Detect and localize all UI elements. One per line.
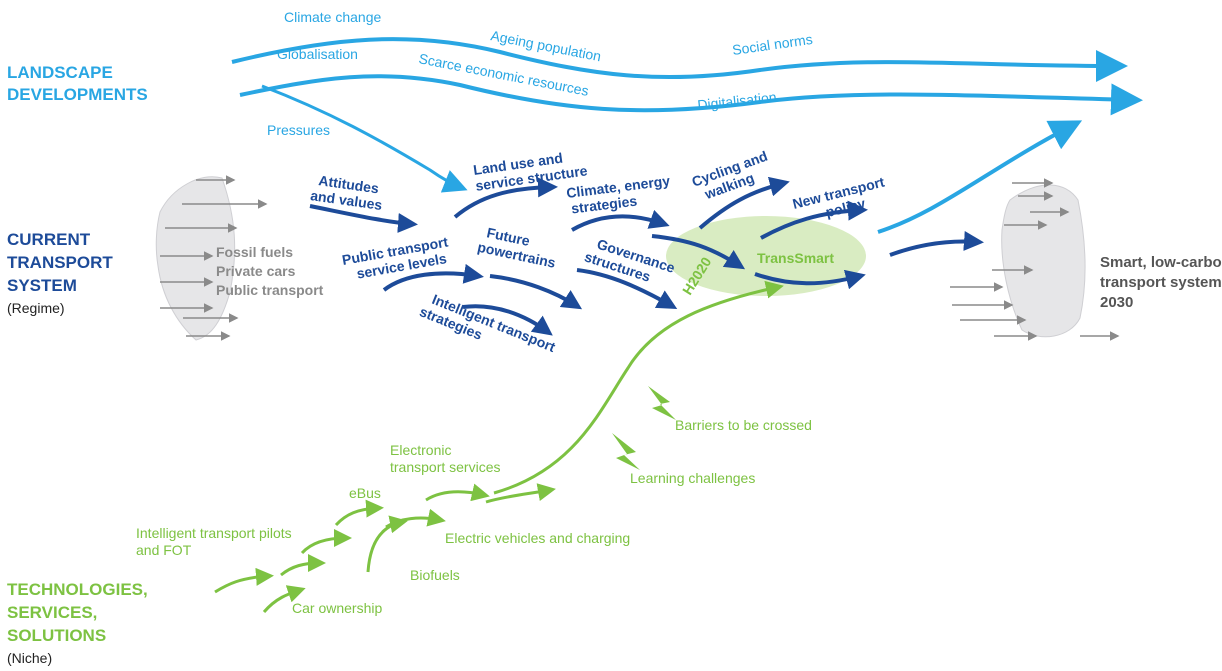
arrow-to-future: [889, 231, 984, 257]
label-future-powertrains: Future powertrains: [476, 223, 560, 271]
niche-heading: TECHNOLOGIES, SERVICES, SOLUTIONS: [7, 580, 152, 645]
future-system-label: Smart, low-carbon transport system 2030: [1100, 254, 1222, 311]
arrow-niche-4: [300, 529, 352, 555]
current-system-label: Fossil fuels Private cars Public transpo…: [216, 244, 324, 298]
regime-heading: CURRENT TRANSPORT SYSTEM: [7, 230, 118, 295]
label-electric-vehicles: Electric vehicles and charging: [445, 530, 630, 546]
label-transsmart: TransSmart: [757, 250, 834, 266]
label-ageing-population: Ageing population: [489, 27, 602, 64]
label-car-ownership: Car ownership: [292, 600, 382, 616]
arrow-climate-energy: [571, 209, 670, 232]
arrow-new-policy: [760, 200, 868, 240]
label-electronic-services: Electronic transport services: [390, 442, 500, 475]
label-globalisation: Globalisation: [277, 46, 358, 62]
niche-subheading: (Niche): [7, 650, 52, 666]
regime-subheading: (Regime): [7, 300, 65, 316]
future-system-shape: [1001, 184, 1086, 338]
arrow-niche-9: [485, 483, 556, 504]
landscape-flow-upper: [231, 37, 1128, 82]
barrier-bolt-icon: [648, 386, 676, 420]
arrow-niche-1: [214, 567, 274, 594]
label-cycling: Cycling and walking: [690, 146, 779, 205]
label-climate-change: Climate change: [284, 9, 381, 25]
arrow-intelligent-strategies: [462, 304, 553, 336]
label-social-norms: Social norms: [731, 31, 813, 58]
landscape-flow-lower: [239, 74, 1143, 116]
label-its-pilots: Intelligent transport pilots and FOT: [136, 525, 296, 558]
arrow-niche-6: [366, 515, 408, 573]
landscape-flow-to-future: [877, 120, 1083, 234]
learning-bolt-icon: [612, 433, 640, 470]
arrow-governance: [576, 268, 678, 309]
label-scarce-resources: Scarce economic resources: [417, 50, 590, 99]
transsmart-highlight: [666, 216, 866, 296]
arrow-attitudes: [309, 204, 418, 233]
current-system-shape: [155, 176, 236, 341]
arrow-niche-main: [493, 280, 784, 495]
arrow-niche-8: [425, 483, 490, 502]
arrow-h2020: [651, 234, 746, 270]
label-learning: Learning challenges: [630, 470, 755, 486]
landscape-heading: LANDSCAPE DEVELOPMENTS: [7, 63, 148, 104]
current-system-arrows: [160, 175, 268, 341]
label-ebus: eBus: [349, 485, 381, 501]
label-digitalisation: Digitalisation: [697, 89, 778, 113]
arrow-niche-2: [262, 585, 306, 613]
label-intelligent-strategies: Intelligent transport strategies: [417, 288, 561, 371]
future-system-arrows: [950, 178, 1120, 341]
label-biofuels: Biofuels: [410, 567, 460, 583]
label-pressures: Pressures: [267, 122, 330, 138]
regime-arrows: [309, 176, 984, 336]
landscape-flow-pressures: [261, 84, 468, 193]
arrow-public-transport: [382, 263, 484, 292]
label-public-transport: Public transport service levels: [341, 233, 456, 284]
arrow-niche-5: [334, 499, 384, 527]
arrow-niche-7: [385, 508, 446, 529]
arrow-cycling: [698, 176, 790, 230]
arrow-niche-3: [280, 554, 326, 577]
niche-arrows: [214, 280, 784, 613]
arrow-future-powertrains: [489, 274, 583, 310]
arrow-land-use: [453, 177, 558, 219]
label-barriers: Barriers to be crossed: [675, 417, 812, 433]
arrow-transsmart: [754, 269, 866, 290]
